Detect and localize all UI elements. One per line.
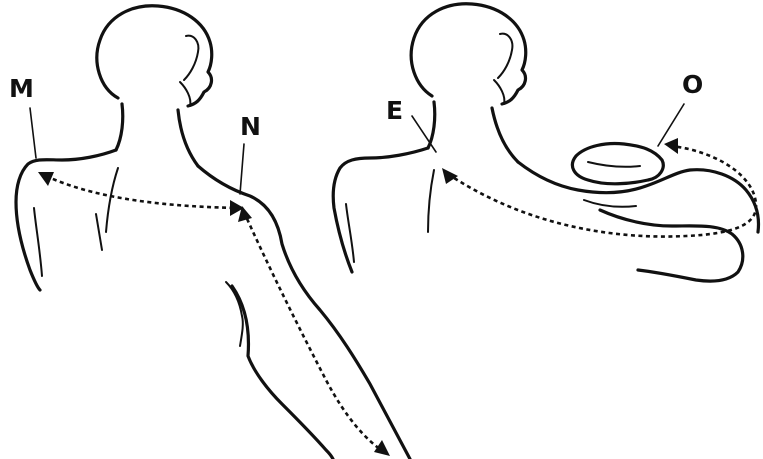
- right-figure-ear: [498, 34, 512, 78]
- left-figure-right-arm: [232, 286, 333, 459]
- leader-line-m: [30, 108, 36, 158]
- measure-line-m-n: [46, 176, 236, 208]
- left-figure-ear: [184, 36, 198, 80]
- left-figure-neck: [116, 104, 123, 150]
- point-label-m: M: [9, 76, 34, 101]
- arrowhead-e: [442, 168, 458, 184]
- left-figure-left-shoulder: [16, 150, 116, 290]
- left-figure-head: [97, 6, 212, 106]
- point-label-o: O: [682, 72, 703, 97]
- right-figure-head: [411, 4, 526, 104]
- right-figure-fist: [572, 144, 663, 184]
- arrowhead-o: [664, 138, 678, 154]
- measure-line-n-wrist: [244, 212, 384, 452]
- point-label-n: N: [240, 114, 261, 139]
- left-figure-right-shoulder: [198, 166, 410, 459]
- arrowhead-m: [38, 172, 54, 186]
- right-figure: [333, 4, 758, 281]
- leader-line-o: [658, 104, 684, 146]
- point-label-e: E: [386, 98, 403, 123]
- leader-line-n: [240, 144, 244, 194]
